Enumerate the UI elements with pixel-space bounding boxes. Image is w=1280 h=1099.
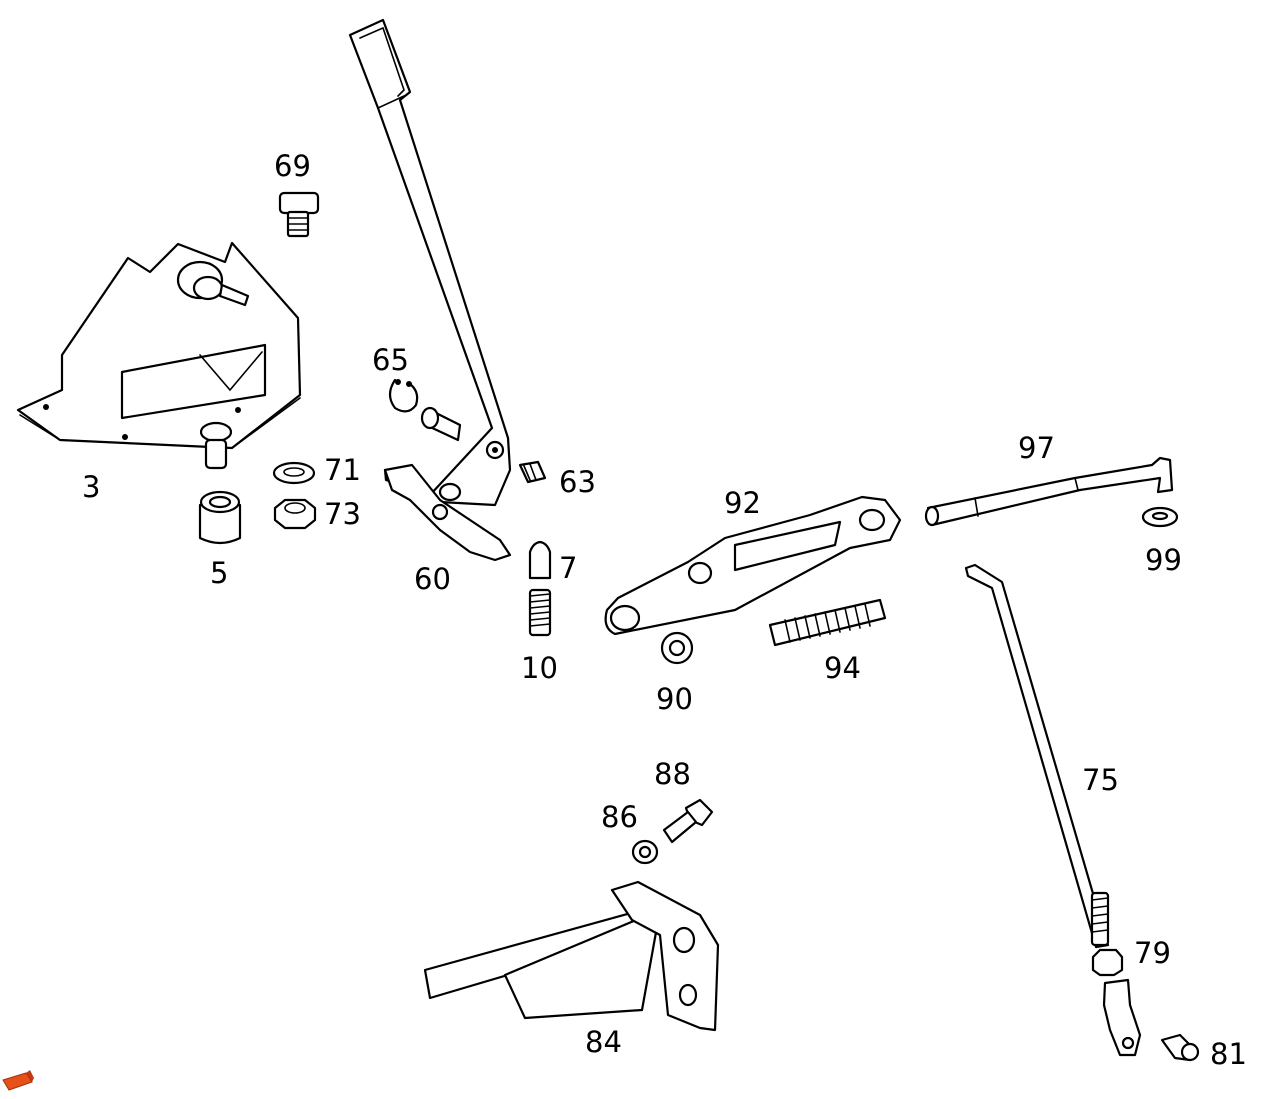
- label-3: 3: [82, 470, 100, 504]
- label-84: 84: [585, 1025, 622, 1059]
- part-86-spring-washer: [631, 839, 659, 865]
- part-65-circlip: [388, 378, 419, 413]
- part-94-coil-spring: [768, 598, 887, 647]
- label-79: 79: [1134, 936, 1171, 970]
- part-3-base-bracket: [16, 241, 302, 470]
- part-84-bracket: [423, 880, 720, 1032]
- part-75-rod: [964, 563, 1110, 949]
- label-92: 92: [724, 486, 761, 520]
- label-7: 7: [559, 551, 577, 585]
- callout-labels: 3 5 7 10 60 63 65 69 71 73 75 79 81 84 8…: [82, 149, 1247, 1071]
- part-92-linkage-arm: [604, 495, 902, 636]
- part-69-bolt: [278, 191, 320, 238]
- part-71-spring-washer: [272, 461, 316, 485]
- label-97: 97: [1018, 431, 1055, 465]
- label-5: 5: [210, 556, 228, 590]
- part-63-grease-nipple: [518, 460, 547, 484]
- part-73-hex-nut: [273, 498, 317, 530]
- part-81-clevis-pin: [1160, 1033, 1200, 1062]
- label-86: 86: [601, 800, 638, 834]
- label-69: 69: [274, 149, 311, 183]
- label-90: 90: [656, 682, 693, 716]
- label-60: 60: [414, 562, 451, 596]
- label-65: 65: [372, 343, 409, 377]
- label-10: 10: [521, 651, 558, 685]
- label-88: 88: [654, 757, 691, 791]
- part-60-lever: [348, 18, 512, 562]
- part-88-bolt: [662, 798, 714, 844]
- brand-logo: [2, 1070, 34, 1091]
- label-99: 99: [1145, 543, 1182, 577]
- part-90-washer: [660, 631, 694, 665]
- label-94: 94: [824, 651, 861, 685]
- part-99-washer: [1141, 506, 1179, 528]
- part-5-bushing: [198, 490, 242, 545]
- label-81: 81: [1210, 1037, 1247, 1071]
- part-97-rod: [924, 456, 1174, 527]
- label-71: 71: [324, 453, 361, 487]
- part-7-pin: [528, 540, 552, 580]
- part-clevis: [1102, 978, 1142, 1057]
- label-73: 73: [324, 497, 361, 531]
- part-10-spring: [528, 588, 552, 637]
- label-63: 63: [559, 465, 596, 499]
- part-79-nut: [1091, 948, 1124, 977]
- label-75: 75: [1082, 763, 1119, 797]
